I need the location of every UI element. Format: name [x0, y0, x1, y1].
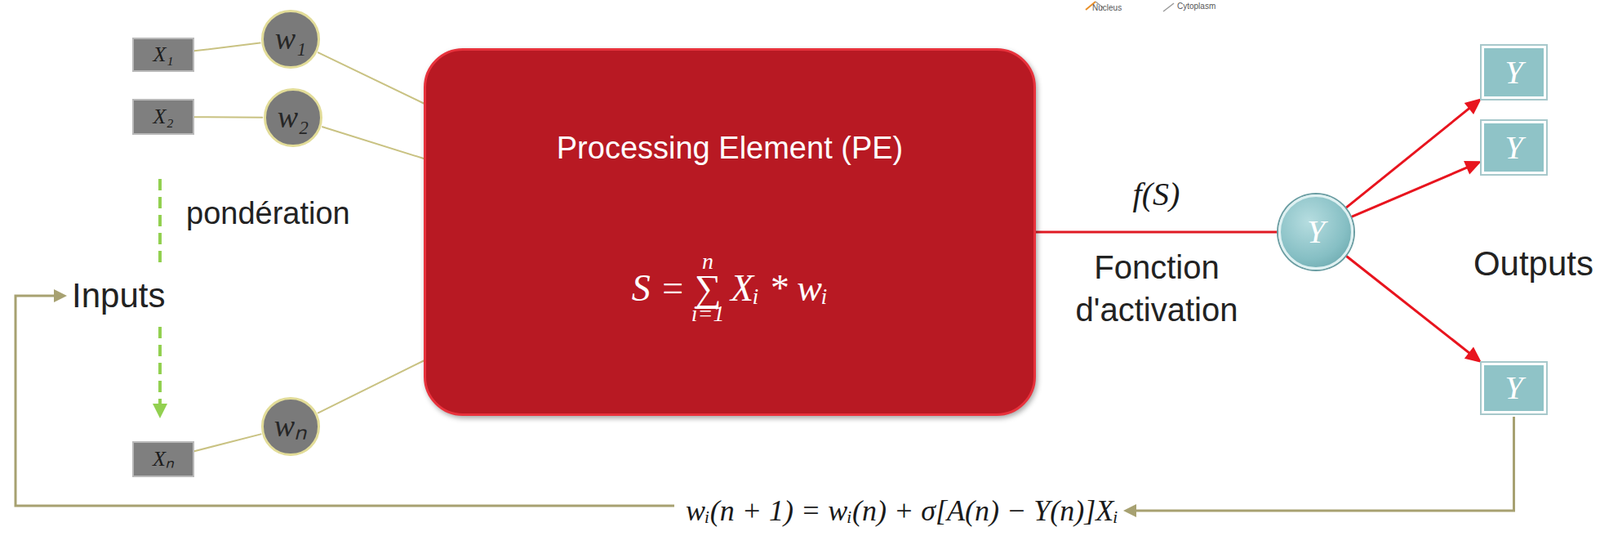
input-box: Xₙ — [132, 440, 195, 477]
node-text: Y — [1504, 128, 1523, 167]
sum-formula: S = ∑ Xᵢ * wᵢ — [631, 266, 829, 311]
connector — [318, 360, 424, 414]
dashed-line — [158, 178, 162, 266]
figure-caption: Cytoplasm — [1177, 0, 1216, 12]
connector — [318, 52, 424, 103]
connector — [1351, 160, 1482, 217]
output-box: Y — [1481, 362, 1547, 414]
element-title: Processing Element (PE) — [556, 130, 904, 167]
sum-limit: i=1 — [691, 300, 725, 327]
connector — [1035, 231, 1277, 233]
node-text: Y — [1504, 53, 1523, 92]
node-text: X₁ — [153, 42, 174, 67]
arrow-head — [1464, 97, 1482, 115]
update-rule: wᵢ(n + 1) = wᵢ(n) + σ[A(n) − Y(n)]Xᵢ — [685, 491, 1119, 530]
arrow-head — [1123, 503, 1137, 517]
connector — [194, 43, 261, 52]
node-text: wₙ — [274, 408, 307, 445]
node-text: w₂ — [277, 99, 310, 136]
input-box: X₁ — [132, 37, 195, 72]
connector — [194, 433, 261, 451]
connector-line — [1035, 231, 1277, 234]
weighting-label: pondération — [186, 193, 351, 234]
output-box: Y — [1481, 120, 1547, 174]
connector-line — [318, 52, 424, 103]
fragment-line — [1163, 3, 1174, 12]
output-box: Y — [1481, 45, 1547, 99]
node-text: X₂ — [153, 104, 174, 129]
activation-label: Fonction d'activation — [1035, 245, 1278, 331]
connector-line — [1346, 256, 1472, 355]
connector-line — [194, 43, 261, 52]
processing-element: Processing Element (PE)nS = ∑ Xᵢ * wᵢi=1 — [423, 48, 1036, 416]
connector-line — [194, 433, 261, 451]
connector — [322, 126, 424, 159]
connector-line — [194, 115, 263, 119]
arrow-head — [152, 403, 168, 418]
arrow-head — [1464, 346, 1482, 363]
connector — [1346, 256, 1482, 363]
feedback-line — [1134, 416, 1515, 511]
input-box: X₂ — [132, 98, 195, 135]
edge-label: f(S) — [1133, 173, 1181, 216]
weight-circle: w₁ — [261, 9, 320, 68]
outputs-label: Outputs — [1473, 241, 1594, 287]
node-text: w₁ — [275, 21, 307, 58]
node-text: Y — [1306, 213, 1325, 251]
arrow-head — [1463, 160, 1482, 175]
figure-caption: Nucleus — [1092, 2, 1122, 14]
connector-line — [1351, 166, 1470, 218]
node-text: Xₙ — [152, 446, 174, 472]
node-text: Y — [1504, 368, 1523, 407]
arrow-head — [53, 288, 67, 303]
inputs-label: Inputs — [71, 273, 165, 319]
connector — [194, 116, 263, 119]
connector-line — [318, 360, 424, 414]
dashed-line — [158, 326, 162, 405]
connector-line — [322, 126, 424, 159]
weight-circle: wₙ — [261, 396, 320, 455]
weight-circle: w₂ — [263, 88, 322, 147]
output-node: Y — [1278, 194, 1354, 270]
